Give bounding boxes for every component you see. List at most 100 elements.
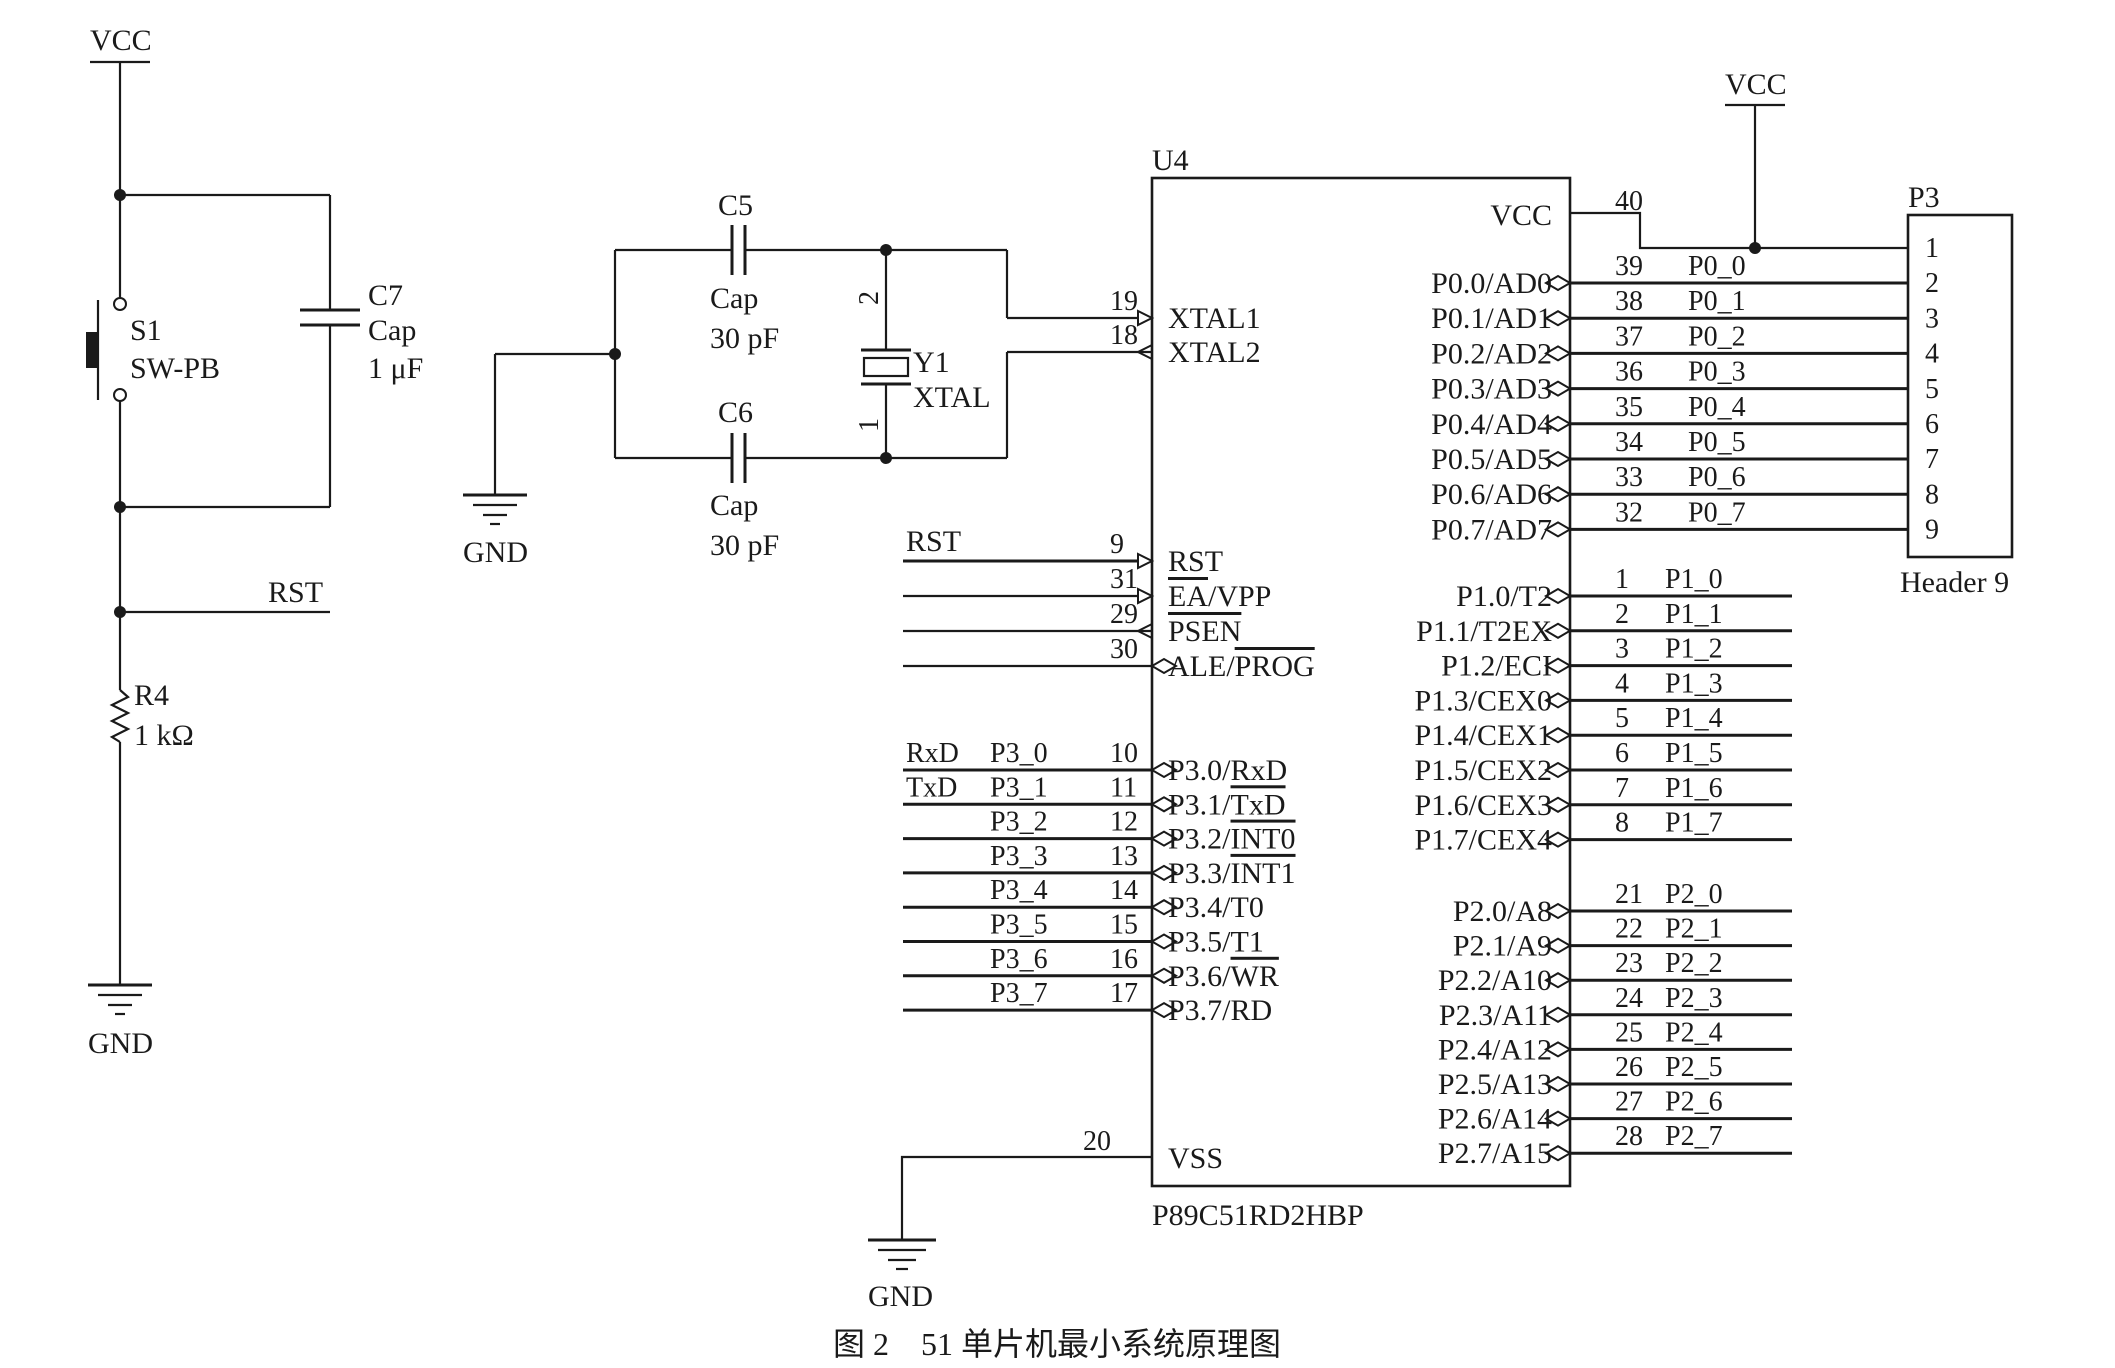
header-pin-number: 9 xyxy=(1925,515,1939,546)
pin-name: P0.6/AD6 xyxy=(1431,478,1552,511)
pin-name: ALE/PROG xyxy=(1168,650,1315,683)
pin-bidir-icon xyxy=(1544,727,1572,744)
wire xyxy=(900,1155,1152,1240)
switch-s1-button xyxy=(86,332,98,368)
header-pin-number: 4 xyxy=(1925,339,1939,370)
pin-bidir-icon xyxy=(1544,415,1572,432)
reset-vcc-label: VCC xyxy=(90,24,152,57)
net-label: P3_7 xyxy=(990,978,1048,1009)
mcu-vcc-label: VCC xyxy=(1725,68,1787,101)
pin-name: P0.5/AD5 xyxy=(1431,443,1552,476)
rst-net-label: RST xyxy=(268,576,323,609)
net-label: P0_6 xyxy=(1688,462,1746,493)
c7-value: 1 μF xyxy=(368,352,423,385)
pin-bidir-icon xyxy=(1150,1001,1178,1019)
net-label: P3_4 xyxy=(990,875,1048,906)
pin-bidir-icon xyxy=(1544,657,1572,674)
pin-name: P1.4/CEX1 xyxy=(1414,719,1552,752)
pin-bidir-icon xyxy=(1150,864,1178,882)
pin-name: P3.4/T0 xyxy=(1168,891,1264,924)
y1-pin1: 1 xyxy=(854,418,885,432)
net-label: P2_2 xyxy=(1665,948,1723,979)
pin-number: 28 xyxy=(1615,1121,1643,1152)
clock-circuit: C5 Cap 30 pF C6 Cap 30 pF GND 2 1 Y1 XTA… xyxy=(463,189,1009,569)
pin-number: 2 xyxy=(1615,599,1629,630)
net-label: P3_5 xyxy=(990,910,1048,941)
pin-name: EA/VPP xyxy=(1168,580,1271,613)
pin-bidir-icon xyxy=(1544,692,1572,709)
pin-number: 9 xyxy=(1110,529,1124,560)
pin-name: P2.7/A15 xyxy=(1438,1137,1552,1170)
mcu-vcc-pin-name: VCC xyxy=(1490,199,1552,232)
r4-value: 1 kΩ xyxy=(134,719,194,752)
pin-bidir-icon xyxy=(1150,657,1178,675)
pin-bidir-icon xyxy=(1544,310,1572,327)
pin-number: 8 xyxy=(1615,808,1629,839)
r4-ref: R4 xyxy=(134,679,169,712)
net-label: P1_5 xyxy=(1665,738,1723,769)
pin-name: P1.3/CEX0 xyxy=(1414,684,1552,717)
pin-bidir-icon xyxy=(1150,967,1178,984)
pin-number: 3 xyxy=(1615,634,1629,665)
pin-name: P2.3/A11 xyxy=(1439,999,1552,1032)
pin-name: P1.5/CEX2 xyxy=(1414,754,1552,787)
net-label: P3_2 xyxy=(990,807,1048,838)
mcu-body xyxy=(1150,176,1572,1188)
pin-number: 19 xyxy=(1110,286,1138,317)
mcu-vss-pin-name: VSS xyxy=(1168,1142,1223,1175)
pin-arrow-icon xyxy=(1137,587,1155,605)
pin-number: 26 xyxy=(1615,1052,1643,1083)
pin-number: 15 xyxy=(1110,910,1138,941)
pin-name: RST xyxy=(1168,545,1223,578)
c5-value: 30 pF xyxy=(710,322,779,355)
net-label: P0_3 xyxy=(1688,357,1746,388)
pin-name: P1.0/T2 xyxy=(1456,580,1552,613)
c5-type: Cap xyxy=(710,282,758,315)
c6-value: 30 pF xyxy=(710,529,779,562)
reset-gnd-label: GND xyxy=(88,1027,153,1060)
pin-bidir-icon xyxy=(1150,933,1178,950)
pin-name: P1.6/CEX3 xyxy=(1414,789,1552,822)
net-label: P3_3 xyxy=(990,841,1048,872)
net-label: P1_0 xyxy=(1665,564,1723,595)
net-label: P3_1 xyxy=(990,772,1048,803)
pin-bidir-icon xyxy=(1544,380,1572,397)
pin-bidir-icon xyxy=(1544,587,1572,605)
y1-pin2: 2 xyxy=(854,291,885,305)
ext-net-label: TxD xyxy=(906,772,957,803)
wire xyxy=(1570,211,1908,250)
pin-number: 13 xyxy=(1110,841,1138,872)
pin-arrow-icon xyxy=(1135,344,1153,360)
p3-pins: 10P3_0RxDP3.0/RxD11P3_1TxDP3.1/TxD12P3_2… xyxy=(903,738,1296,1027)
net-label: P0_1 xyxy=(1688,286,1746,317)
pin-name: XTAL1 xyxy=(1168,302,1261,335)
pin-number: 34 xyxy=(1615,427,1643,458)
pin-number: 27 xyxy=(1615,1087,1643,1118)
header-ref: P3 xyxy=(1908,181,1940,214)
junction-dot xyxy=(1749,242,1761,254)
mcu-vcc-pin-num: 40 xyxy=(1615,186,1643,217)
switch-s1-contact xyxy=(113,297,127,311)
pin-number: 32 xyxy=(1615,497,1643,528)
pin-number: 1 xyxy=(1615,564,1629,595)
pin-name: P3.7/RD xyxy=(1168,994,1272,1027)
net-label: P2_3 xyxy=(1665,983,1723,1014)
pin-name: XTAL2 xyxy=(1168,336,1261,369)
pin-number: 18 xyxy=(1110,320,1138,351)
net-label: RST xyxy=(906,525,961,558)
pin-name: P2.4/A12 xyxy=(1438,1033,1552,1066)
pin-number: 14 xyxy=(1110,875,1138,906)
net-label: P2_5 xyxy=(1665,1052,1723,1083)
header-part: Header 9 xyxy=(1900,566,2009,599)
pin-number: 35 xyxy=(1615,392,1643,423)
net-label: P2_1 xyxy=(1665,914,1723,945)
net-label: P3_0 xyxy=(990,738,1048,769)
resistor-r4 xyxy=(109,689,131,743)
pin-number: 39 xyxy=(1615,251,1643,282)
pin-bidir-icon xyxy=(1544,1075,1572,1093)
